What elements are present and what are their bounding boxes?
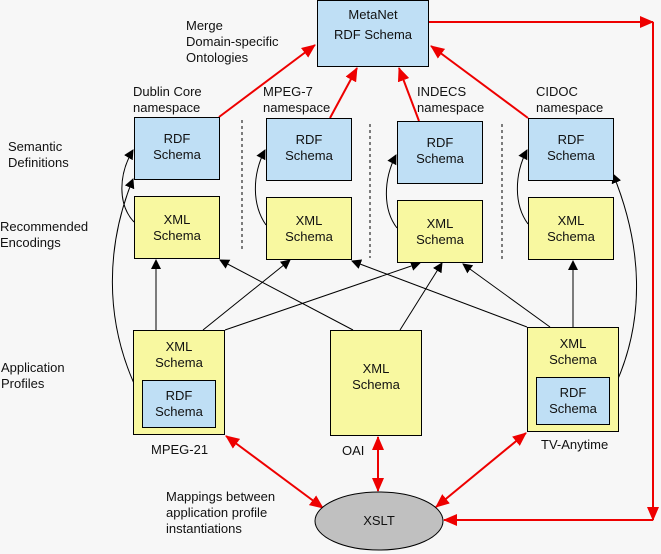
metanet-subtitle: RDF Schema <box>333 27 413 42</box>
rdf-schema-label: RDF Schema <box>155 388 203 419</box>
merge-arrow-dc <box>218 44 316 118</box>
rdf-schema-label: RDF Schema <box>549 385 597 416</box>
metanet-rdf-schema-box: MetaNet RDF Schema <box>317 0 429 67</box>
dep-oai-dc <box>219 259 354 331</box>
xslt-node <box>314 491 444 551</box>
profile-oai-xml-schema: XML Schema <box>330 330 422 436</box>
xml-schema-dublin-core: XML Schema <box>134 196 220 259</box>
label-merge: Merge Domain-specific Ontologies <box>186 18 279 65</box>
namespace-label-indecs: INDECS namespace <box>417 84 485 115</box>
profile-mpeg21-rdf-schema: RDF Schema <box>142 380 216 428</box>
xml-schema-label: XML Schema <box>285 213 333 244</box>
xml-schema-label: XML Schema <box>549 336 597 367</box>
xml-schema-cidoc: XML Schema <box>528 197 614 260</box>
rdf-schema-mpeg7: RDF Schema <box>266 118 352 181</box>
dep-tv-indecs <box>462 263 551 328</box>
namespace-label-cidoc: CIDOC namespace <box>536 84 604 115</box>
merge-arrow-indecs <box>397 67 420 122</box>
xslt-label: XSLT <box>363 513 395 528</box>
curve-dc-xml-rdf <box>121 149 135 223</box>
namespace-label-mpeg7: MPEG-7 namespace <box>263 84 331 115</box>
rdf-schema-label: RDF Schema <box>285 132 333 163</box>
curve-indecs-xml-rdf <box>385 154 398 229</box>
xml-schema-label: XML Schema <box>153 212 201 243</box>
dep-oai-indecs <box>399 262 443 331</box>
xml-schema-label: XML Schema <box>416 216 464 247</box>
profile-label-mpeg21: MPEG-21 <box>151 442 209 457</box>
rdf-schema-label: RDF Schema <box>153 131 201 162</box>
xml-schema-indecs: XML Schema <box>397 200 483 263</box>
rdf-schema-dublin-core: RDF Schema <box>134 117 220 180</box>
curve-tv-rdf-cidoc <box>608 173 637 399</box>
label-application-profiles: Application Profiles <box>1 360 65 391</box>
label-recommended-encodings: Recommended Encodings <box>0 219 89 250</box>
rdf-schema-label: RDF Schema <box>416 135 464 166</box>
dep-mpeg21-mpeg7 <box>202 259 291 331</box>
label-semantic-definitions: Semantic Definitions <box>8 139 69 170</box>
mapping-arrow-tvanytime <box>435 432 527 508</box>
rdf-schema-cidoc: RDF Schema <box>528 118 614 181</box>
profile-tvanytime-xml-schema: XML Schema RDF Schema <box>527 327 619 432</box>
xml-schema-label: XML Schema <box>547 213 595 244</box>
merge-arrow-mpeg7 <box>329 67 358 119</box>
rdf-schema-label: RDF Schema <box>547 132 595 163</box>
merge-arrow-cidoc <box>430 45 529 119</box>
profile-tvanytime-rdf-schema: RDF Schema <box>536 377 610 425</box>
curve-cidoc-xml-rdf <box>516 149 529 225</box>
xml-schema-label: XML Schema <box>352 361 400 392</box>
rdf-schema-indecs: RDF Schema <box>397 121 483 184</box>
curve-mpeg7-xml-rdf <box>254 149 267 226</box>
profile-label-tvanytime: TV-Anytime <box>541 437 609 452</box>
curve-mpeg21-rdf-dc <box>111 178 143 401</box>
profile-mpeg21-xml-schema: XML Schema RDF Schema <box>133 330 225 435</box>
label-mappings: Mappings between application profile ins… <box>166 489 276 536</box>
dep-tv-mpeg7 <box>351 259 528 328</box>
profile-label-oai: OAI <box>342 443 365 458</box>
xml-schema-label: XML Schema <box>155 339 203 370</box>
mapping-arrow-mpeg21 <box>225 435 324 509</box>
dep-mpeg21-indecs <box>224 261 421 331</box>
metanet-title: MetaNet <box>348 7 398 22</box>
namespace-label-dublin-core: Dublin Core namespace <box>133 84 202 115</box>
xml-schema-mpeg7: XML Schema <box>266 197 352 260</box>
